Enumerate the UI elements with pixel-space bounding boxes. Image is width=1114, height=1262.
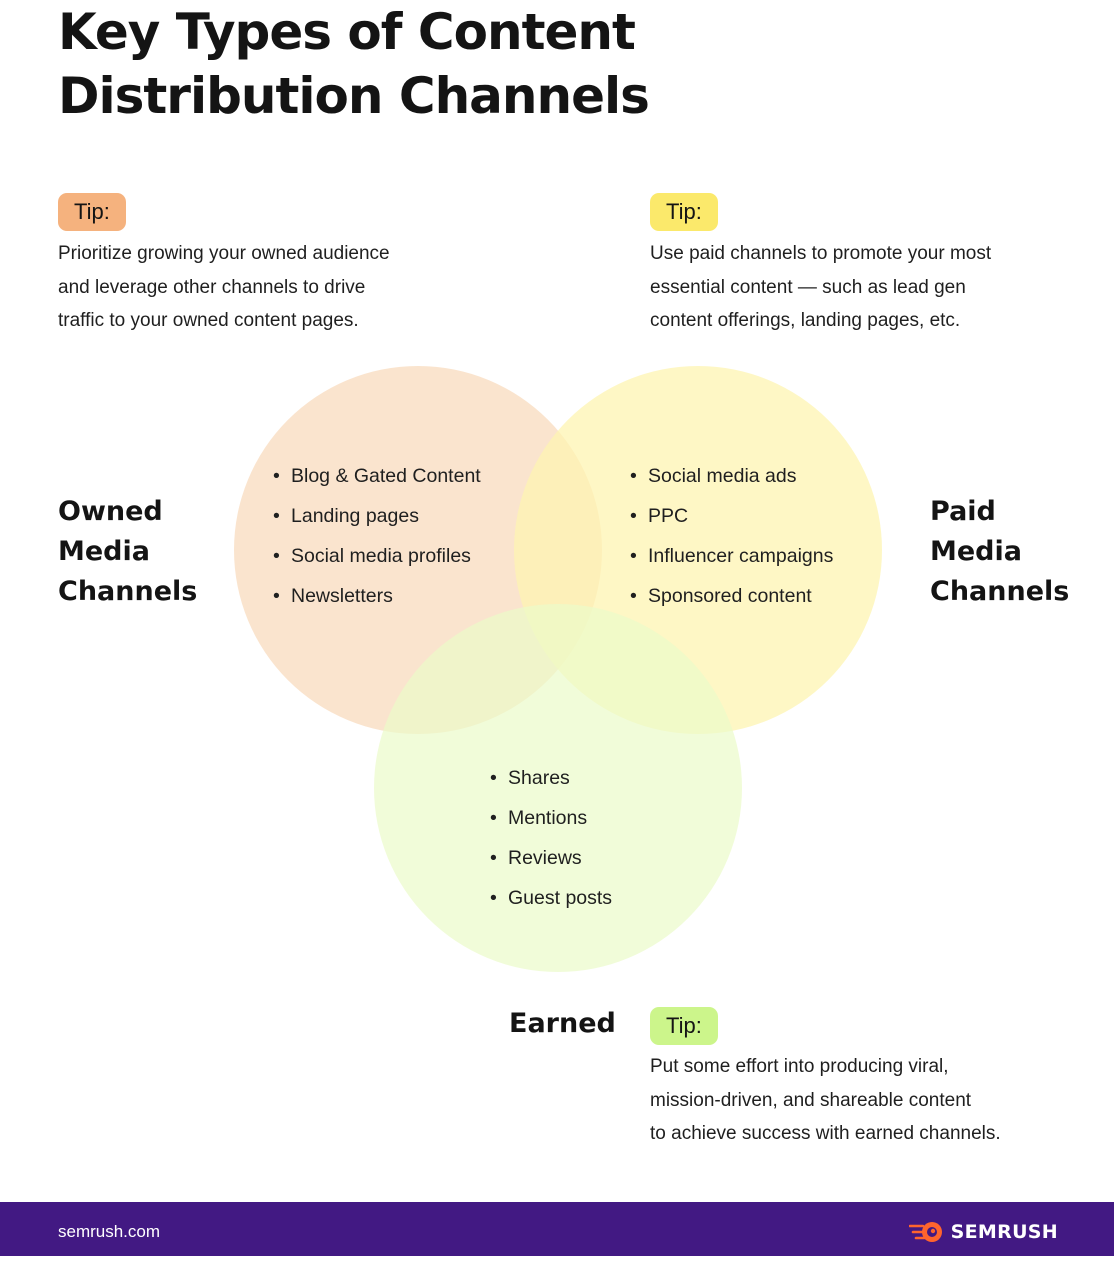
list-item: Social media profiles xyxy=(273,536,481,576)
list-item: Influencer campaigns xyxy=(630,536,833,576)
list-item: Blog & Gated Content xyxy=(273,456,481,496)
list-item: Guest posts xyxy=(490,878,612,918)
title-line-1: Key Types of Content xyxy=(58,3,636,61)
owned-channel-list: Blog & Gated Content Landing pages Socia… xyxy=(273,456,481,616)
semrush-logo-icon xyxy=(908,1222,942,1242)
earned-label: Earned xyxy=(509,1004,616,1044)
owned-label-line: Media xyxy=(58,536,150,567)
earned-label-line: Earned xyxy=(509,1008,616,1039)
owned-tip-line: Prioritize growing your owned audience xyxy=(58,243,390,264)
list-item: Reviews xyxy=(490,838,612,878)
owned-label-line: Channels xyxy=(58,576,198,607)
title-line-2: Distribution Channels xyxy=(58,67,650,125)
brand-logo: SEMRUSH xyxy=(908,1219,1058,1245)
earned-channel-list: Shares Mentions Reviews Guest posts xyxy=(490,758,612,918)
earned-tip-line: Put some effort into producing viral, xyxy=(650,1056,949,1077)
paid-tip-text: Use paid channels to promote your most e… xyxy=(650,237,991,338)
paid-channel-list: Social media ads PPC Influencer campaign… xyxy=(630,456,833,616)
earned-tip-text: Put some effort into producing viral, mi… xyxy=(650,1050,1001,1151)
paid-label-line: Channels xyxy=(930,576,1070,607)
owned-label-line: Owned xyxy=(58,496,163,527)
earned-tip-line: mission-driven, and shareable content xyxy=(650,1089,972,1111)
owned-tip-text: Prioritize growing your owned audience a… xyxy=(58,237,390,338)
footer-bar: semrush.com SEMRUSH xyxy=(0,1202,1114,1256)
footer-url: semrush.com xyxy=(58,1222,161,1241)
paid-tip-line: Use paid channels to promote your most xyxy=(650,243,992,264)
paid-tip-badge: Tip: xyxy=(650,193,718,231)
earned-tip-line: to achieve success with earned channels. xyxy=(650,1123,1001,1144)
earned-tip-badge: Tip: xyxy=(650,1007,718,1045)
list-item: Landing pages xyxy=(273,496,481,536)
page-title: Key Types of Content Distribution Channe… xyxy=(58,0,858,128)
paid-label-line: Media xyxy=(930,536,1022,567)
owned-tip-badge: Tip: xyxy=(58,193,126,231)
list-item: Mentions xyxy=(490,798,612,838)
list-item: Sponsored content xyxy=(630,576,833,616)
owned-tip-line: traffic to your owned content pages. xyxy=(58,310,359,331)
paid-tip-line: essential content — such as lead gen xyxy=(650,276,966,298)
list-item: PPC xyxy=(630,496,833,536)
list-item: Newsletters xyxy=(273,576,481,616)
paid-tip-line: content offerings, landing pages, etc. xyxy=(650,310,961,331)
brand-name: SEMRUSH xyxy=(950,1221,1058,1243)
list-item: Shares xyxy=(490,758,612,798)
paid-media-label: Paid Media Channels xyxy=(930,492,1069,612)
owned-tip-line: and leverage other channels to drive xyxy=(58,276,366,298)
paid-label-line: Paid xyxy=(930,496,996,527)
list-item: Social media ads xyxy=(630,456,833,496)
owned-media-label: Owned Media Channels xyxy=(58,492,197,612)
